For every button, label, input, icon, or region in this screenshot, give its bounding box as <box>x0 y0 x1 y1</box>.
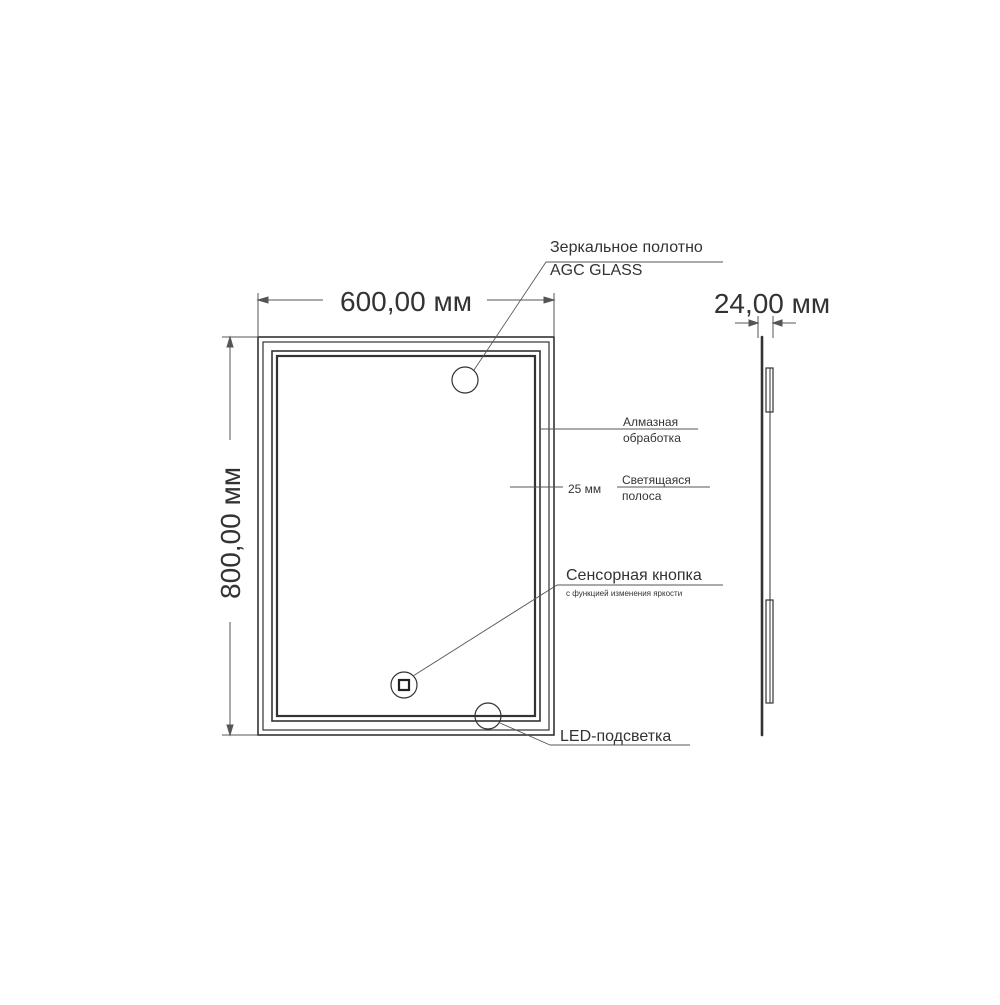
diamond-edge <box>262 341 550 731</box>
side-mount-bottom <box>765 599 774 704</box>
outer-edge <box>257 336 555 736</box>
led-marker-circle <box>474 702 502 730</box>
glass-callout <box>451 261 723 394</box>
led-callout <box>474 702 690 746</box>
width-dimension <box>256 293 556 337</box>
touch-button-icon <box>397 678 411 692</box>
strip-width-label: 25 мм <box>568 482 601 496</box>
strip-label-line2: полоса <box>622 489 662 503</box>
edge-label-line2: обработка <box>623 431 681 445</box>
width-value: 600,00 мм <box>340 286 472 317</box>
height-dimension <box>222 335 258 737</box>
depth-dimension <box>735 316 796 338</box>
glass-marker-circle <box>451 366 479 394</box>
touch-button-circle <box>390 671 418 699</box>
glass-label-line1: Зеркальное полотно <box>550 239 703 256</box>
led-strip-outer <box>271 350 541 722</box>
edge-label-line1: Алмазная <box>623 415 678 429</box>
glass-label-line2: AGC GLASS <box>550 262 642 279</box>
mirror-front-view <box>257 336 555 736</box>
mirror-side-view <box>760 335 774 737</box>
depth-value: 24,00 мм <box>714 288 830 319</box>
side-mount-top <box>765 367 774 413</box>
mirror-glass-area <box>275 354 537 718</box>
button-label-subtitle: с функцией изменения яркости <box>566 589 682 598</box>
button-label-title: Сенсорная кнопка <box>566 567 702 584</box>
strip-label-line1: Светящаяся <box>622 473 691 487</box>
height-value: 800,00 мм <box>215 467 246 599</box>
led-label: LED-подсветка <box>560 728 671 745</box>
button-callout <box>390 584 723 699</box>
